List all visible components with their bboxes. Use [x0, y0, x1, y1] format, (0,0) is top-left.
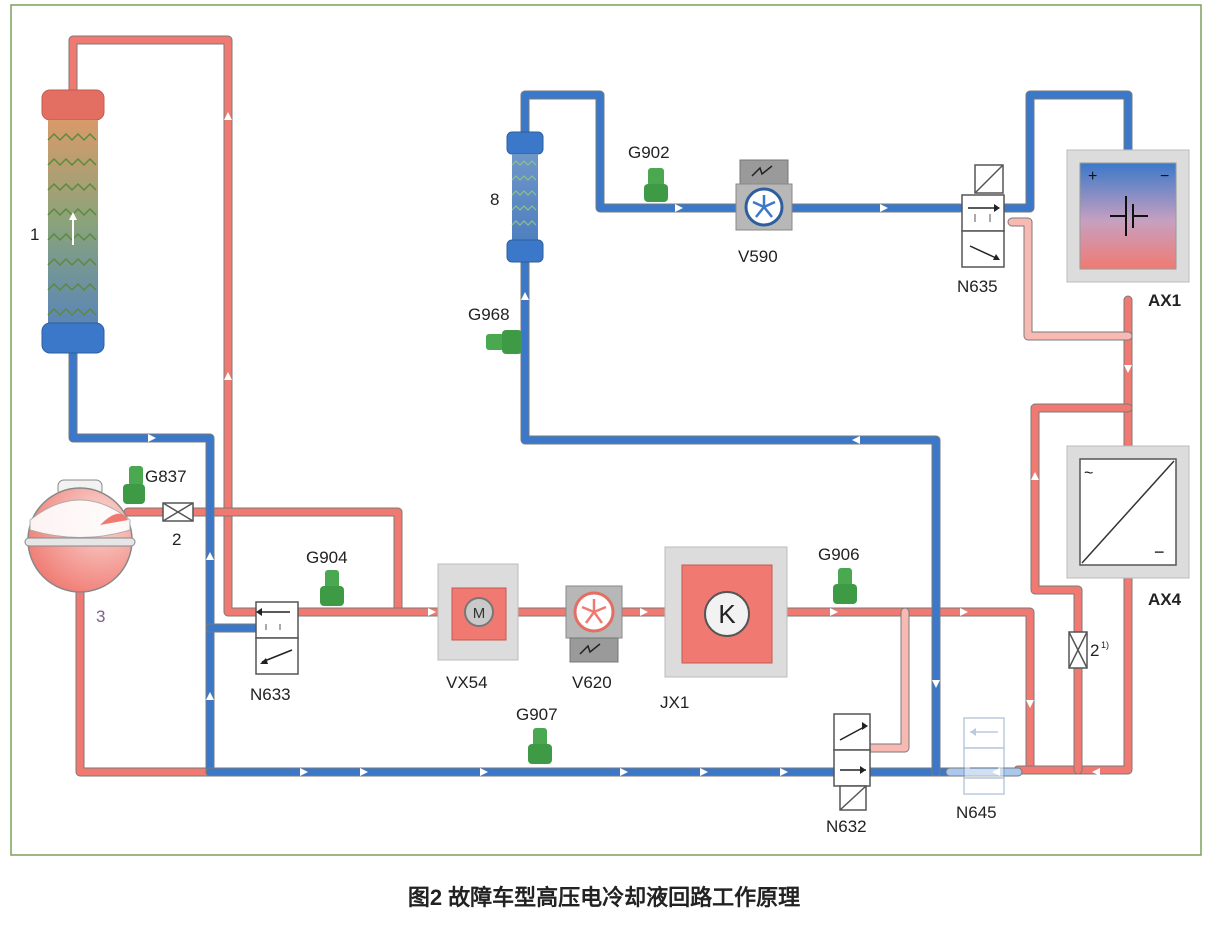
heater-vx54: [437, 563, 519, 661]
radiator-label: 1: [30, 225, 39, 244]
sensor-g968-label: G968: [468, 305, 510, 324]
sensor-g907-label: G907: [516, 705, 558, 724]
sensor-g904: [320, 570, 344, 606]
pump-v620-label: V620: [572, 673, 612, 692]
converter-ax4-label: AX4: [1148, 590, 1182, 609]
sensor-g906: [833, 568, 857, 604]
valve-n632-label: N632: [826, 817, 867, 836]
pump-v590-label: V590: [738, 247, 778, 266]
converter-ax4: [1066, 445, 1190, 579]
battery-minus: −: [1160, 168, 1169, 185]
diagram-border: [10, 4, 1202, 856]
sensor-g904-label: G904: [306, 548, 348, 567]
heater-vx54-label: VX54: [446, 673, 488, 692]
expansion-tank-label: 3: [96, 607, 105, 626]
compressor-symbol: K: [718, 599, 736, 629]
battery-ax1-label: AX1: [1148, 291, 1181, 310]
check-valve: [162, 502, 194, 522]
sensor-g837-label: G837: [145, 467, 187, 486]
valve-n635-label: N635: [957, 277, 998, 296]
compressor-jx1: [664, 546, 788, 678]
pump-v620: [565, 585, 623, 663]
heater-symbol: M: [473, 605, 486, 622]
chiller-label: 8: [490, 190, 499, 209]
check-valve-right-superscript: 1): [1101, 640, 1109, 650]
flow-arrows: [148, 112, 1132, 776]
sensor-g968: [486, 330, 522, 354]
battery-ax1: [1066, 149, 1190, 283]
valve-n632: [833, 713, 871, 811]
converter-ac-symbol: ~: [1084, 465, 1093, 482]
figure-caption: 图2 故障车型高压电冷却液回路工作原理: [408, 885, 800, 910]
valve-n635: [961, 164, 1005, 268]
valve-n633: [255, 601, 299, 675]
converter-dc-symbol: −: [1154, 542, 1165, 562]
pump-v590: [735, 159, 793, 231]
sensor-g837: [123, 466, 145, 504]
chiller: [506, 131, 544, 263]
check-valve-right-label: 2: [1090, 641, 1099, 660]
radiator: [41, 89, 105, 354]
compressor-jx1-label: JX1: [660, 693, 689, 712]
check-valve-right: [1068, 631, 1088, 669]
valve-n645: [963, 717, 1005, 795]
check-valve-label: 2: [172, 530, 181, 549]
sensor-g902: [644, 168, 668, 202]
sensor-g906-label: G906: [818, 545, 860, 564]
valve-n645-label: N645: [956, 803, 997, 822]
expansion-tank: [24, 479, 136, 593]
valve-n633-label: N633: [250, 685, 291, 704]
sensor-g902-label: G902: [628, 143, 670, 162]
sensor-g907: [528, 728, 552, 764]
battery-plus: +: [1088, 168, 1097, 185]
cold-pipes: [68, 90, 1133, 777]
light-hot-pipes: [865, 217, 1133, 753]
